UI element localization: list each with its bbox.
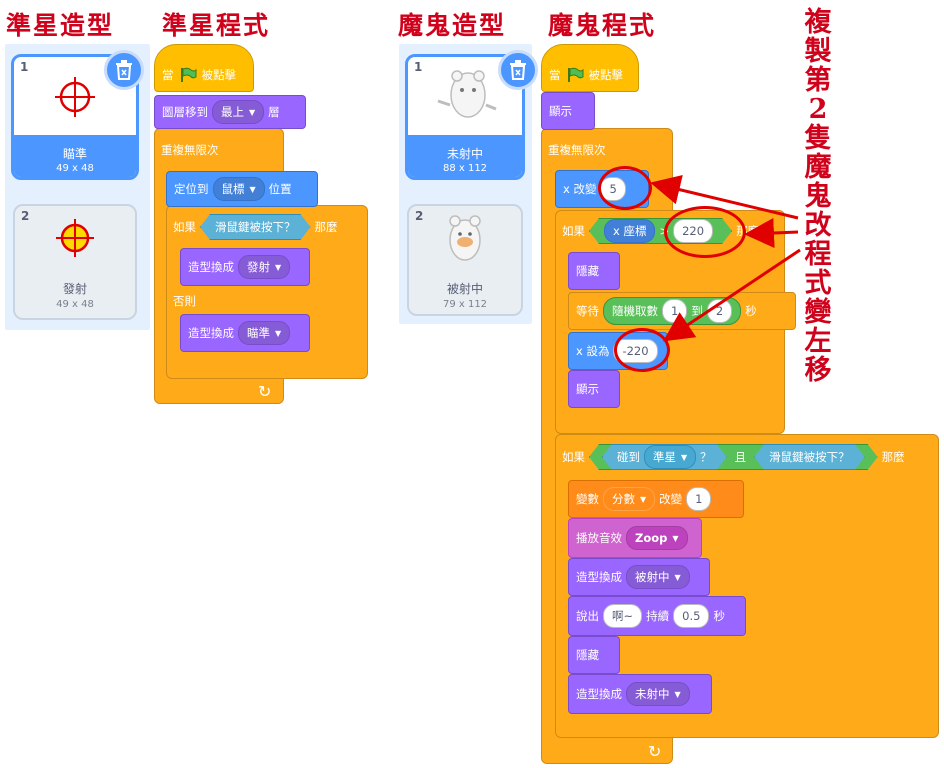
chevron-down-icon: ▼ xyxy=(674,572,681,582)
costume-dropdown[interactable]: 瞄準▼ xyxy=(238,321,291,345)
touching-condition[interactable]: 碰到 準星▼ ？ xyxy=(602,444,727,470)
say-message[interactable]: 啊~ xyxy=(603,604,643,628)
mouse-down-condition[interactable]: 滑鼠鍵被按下？ xyxy=(200,214,311,240)
chevron-down-icon: ▼ xyxy=(249,107,256,117)
ghost-hit-thumbnail xyxy=(409,206,521,284)
crosshair-yellow-icon xyxy=(56,219,94,257)
costume-dropdown[interactable]: 被射中▼ xyxy=(626,565,690,589)
wait-random-block[interactable]: 等待 隨機取數 1 到 2 秒 xyxy=(568,292,796,330)
costume-card-fire[interactable]: 2 發射 49 x 48 xyxy=(13,204,137,320)
green-flag-icon xyxy=(567,67,583,82)
costume-number: 2 xyxy=(415,209,424,223)
forever-label: 重複無限次 xyxy=(548,143,606,157)
switch-costume-aim-block[interactable]: 造型換成 瞄準▼ xyxy=(180,314,310,352)
go-to-layer-block[interactable]: 圖層移到 最上▼ 層 xyxy=(154,95,306,129)
layer-dropdown[interactable]: 最上▼ xyxy=(212,100,265,124)
costume-name: 瞄準 xyxy=(62,147,87,161)
costume-size: 79 x 112 xyxy=(442,299,488,310)
chevron-down-icon: ▼ xyxy=(275,328,282,338)
touch-target-dropdown[interactable]: 準星▼ xyxy=(644,445,696,469)
when-flag-clicked-block[interactable]: 當 被點擊 xyxy=(541,44,639,92)
chevron-down-icon: ▼ xyxy=(275,262,282,272)
trash-icon xyxy=(116,60,132,80)
switch-costume-hit-block[interactable]: 造型換成 被射中▼ xyxy=(568,558,710,596)
highlight-set-x xyxy=(614,328,670,372)
costume-name: 被射中 xyxy=(446,282,483,296)
sound-dropdown[interactable]: Zoop▼ xyxy=(626,526,688,550)
play-sound-block[interactable]: 播放音效 Zoop▼ xyxy=(568,518,702,558)
crosshair-costumes-title: 準星造型 xyxy=(6,11,115,40)
chevron-down-icon: ▼ xyxy=(674,689,681,699)
chevron-down-icon: ▼ xyxy=(249,184,256,194)
loop-arrow-icon: ↻ xyxy=(258,382,272,401)
ghost-costume-panel: 1 未射中 88 x 112 2 被射中 79 x 112 xyxy=(399,44,538,324)
variable-dropdown[interactable]: 分數▼ xyxy=(603,487,656,511)
mouse-down-condition[interactable]: 滑鼠鍵被按下？ xyxy=(754,444,865,470)
hide-block[interactable]: 隱藏 xyxy=(568,636,620,674)
costume-size: 49 x 48 xyxy=(56,163,94,174)
trash-icon xyxy=(510,60,526,80)
costume-name: 發射 xyxy=(62,282,87,296)
costume-number: 1 xyxy=(414,60,423,74)
annotation-text: 複製第2隻魔鬼改程式變左移 xyxy=(804,7,832,386)
costume-size: 88 x 112 xyxy=(442,163,488,174)
delete-costume-button[interactable] xyxy=(498,50,538,90)
change-amount[interactable]: 1 xyxy=(686,487,712,511)
costume-dropdown[interactable]: 發射▼ xyxy=(238,255,291,279)
costume-number: 2 xyxy=(21,209,30,223)
change-variable-block[interactable]: 變數 分數▼ 改變 1 xyxy=(568,480,744,518)
costume-size: 49 x 48 xyxy=(56,299,94,310)
crosshair-costume-panel: 1 瞄準 49 x 48 2 發射 49 x 48 xyxy=(5,44,150,330)
switch-costume-fire-block[interactable]: 造型換成 發射▼ xyxy=(180,248,310,286)
goto-target-dropdown[interactable]: 鼠標▼ xyxy=(212,177,265,201)
delete-costume-button[interactable] xyxy=(104,50,144,90)
arrow-to-compare-value xyxy=(744,218,799,248)
else-label: 否則 xyxy=(173,294,196,308)
ghost-code-title: 魔鬼程式 xyxy=(548,11,657,40)
when-flag-clicked-block[interactable]: 當 被點擊 xyxy=(154,44,254,92)
crosshair-code-title: 準星程式 xyxy=(162,11,271,40)
annotation-arrows xyxy=(650,175,801,342)
crosshair-red-icon xyxy=(55,77,95,117)
x-position-reporter[interactable]: x 座標 xyxy=(604,219,655,243)
arrow-to-change-x xyxy=(650,175,799,220)
forever-label: 重複無限次 xyxy=(161,143,219,157)
ghost-icon xyxy=(437,70,497,118)
and-operator[interactable]: 碰到 準星▼ ？ 且 滑鼠鍵被按下？ xyxy=(589,444,878,470)
hide-block[interactable]: 隱藏 xyxy=(568,252,620,290)
crosshair-aim-thumbnail xyxy=(14,57,136,135)
costume-number: 1 xyxy=(20,60,29,74)
say-seconds[interactable]: 0.5 xyxy=(673,604,710,628)
ghost-not-hit-thumbnail xyxy=(408,57,522,135)
show-block[interactable]: 顯示 xyxy=(541,92,595,130)
green-flag-icon xyxy=(180,67,196,82)
arrow-to-set-x xyxy=(663,248,801,342)
chevron-down-icon: ▼ xyxy=(681,452,688,462)
if-header-2: 如果 碰到 準星▼ ？ 且 滑鼠鍵被按下？ 那麼 xyxy=(562,442,905,472)
costume-card-hit[interactable]: 2 被射中 79 x 112 xyxy=(407,204,523,316)
ghost-costumes-title: 魔鬼造型 xyxy=(398,11,507,40)
if-header: 如果 滑鼠鍵被按下？ 那麼 xyxy=(173,212,338,242)
costume-card-aim[interactable]: 1 瞄準 49 x 48 xyxy=(11,54,139,180)
go-to-mouse-block[interactable]: 定位到 鼠標▼ 位置 xyxy=(166,171,318,207)
switch-costume-miss-block[interactable]: 造型換成 未射中▼ xyxy=(568,674,712,714)
say-for-secs-block[interactable]: 說出 啊~ 持續 0.5 秒 xyxy=(568,596,746,636)
costume-name: 未射中 xyxy=(446,147,483,161)
costume-dropdown[interactable]: 未射中▼ xyxy=(626,682,690,706)
crosshair-fire-thumbnail xyxy=(15,206,135,284)
show-block[interactable]: 顯示 xyxy=(568,370,620,408)
loop-arrow-icon: ↻ xyxy=(648,742,662,761)
chevron-down-icon: ▼ xyxy=(640,494,647,504)
ghost-hit-icon xyxy=(449,215,481,261)
chevron-down-icon: ▼ xyxy=(672,533,679,543)
